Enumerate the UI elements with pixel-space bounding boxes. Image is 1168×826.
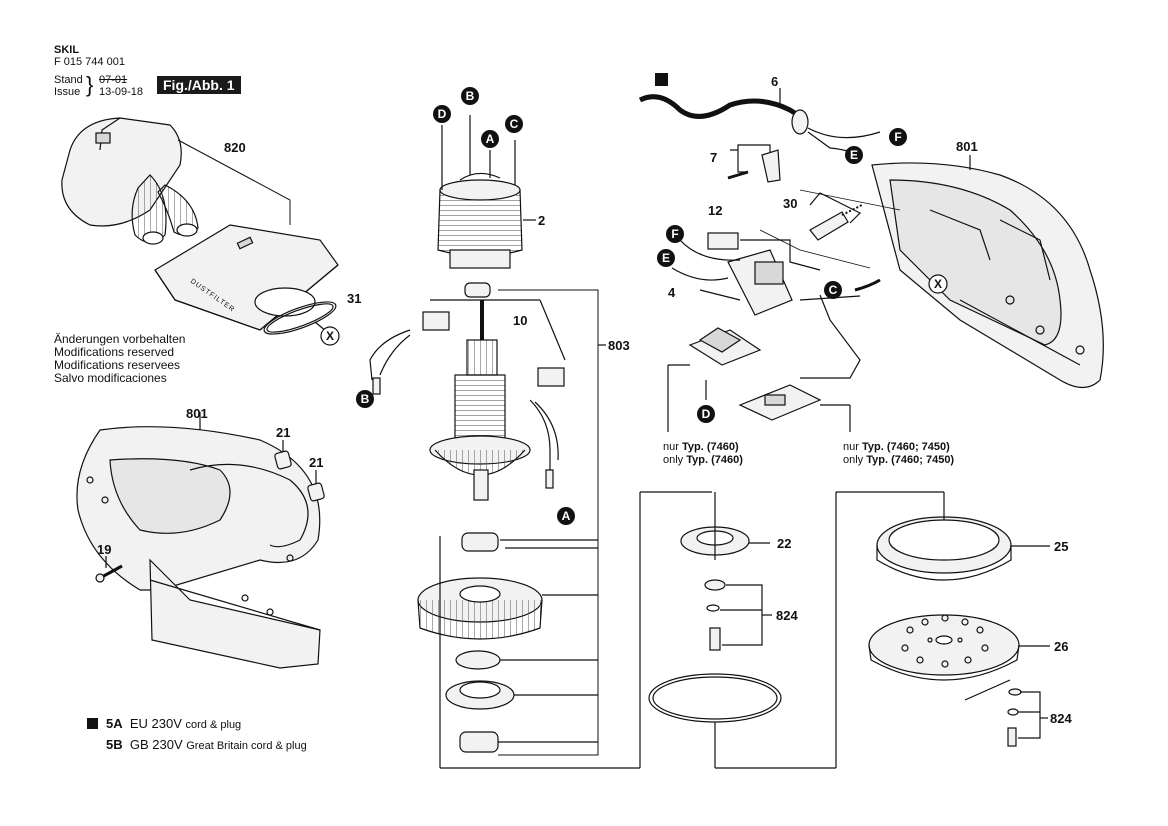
gasket-part	[648, 673, 782, 723]
part-number: F 015 744 001	[54, 56, 125, 68]
svg-text:X: X	[326, 329, 334, 343]
washer-part	[704, 579, 726, 591]
bearing-part	[459, 731, 499, 753]
part-label-4: 4	[668, 285, 676, 300]
legend-item-5a: 5A EU 230V cord & plug	[87, 716, 241, 731]
note-de: Änderungen vorbehalten	[54, 332, 186, 346]
part-label-22: 22	[777, 536, 791, 551]
brace: }	[86, 72, 94, 97]
marker-a-top: A	[481, 130, 499, 148]
part-label-2: 2	[538, 213, 545, 228]
cord-part	[638, 94, 881, 156]
part-label-19: 19	[97, 542, 111, 557]
svg-text:X: X	[934, 277, 942, 291]
part-label-10: 10	[513, 313, 527, 328]
part-label-21-a: 21	[276, 425, 290, 440]
brush-holder-part	[537, 367, 565, 387]
part-label-803: 803	[608, 338, 630, 353]
svg-text:D: D	[438, 107, 447, 121]
part-label-12: 12	[708, 203, 722, 218]
switch-lever-part	[809, 204, 863, 241]
part-label-26: 26	[1054, 639, 1068, 654]
svg-text:C: C	[829, 283, 838, 297]
svg-text:F: F	[894, 130, 901, 144]
stand-date: 07-01	[99, 74, 128, 86]
bearing-holder-part	[445, 680, 515, 710]
issue-date: 13-09-18	[99, 86, 144, 98]
housing-right-part	[871, 162, 1104, 389]
part-label-30: 30	[783, 196, 797, 211]
legend-item-5b: 5B GB 230V Great Britain cord & plug	[106, 737, 307, 752]
marker-c-switch: C	[824, 281, 842, 299]
screw-part	[709, 627, 721, 651]
marker-e-cord: E	[845, 146, 863, 164]
svg-text:D: D	[702, 407, 711, 421]
marker-f-cord: F	[889, 128, 907, 146]
issue-label: Issue	[54, 86, 81, 98]
screw-part	[95, 564, 123, 583]
part-label-21-b: 21	[309, 455, 323, 470]
sanding-pad-part	[868, 614, 1020, 681]
part-label-6: 6	[771, 74, 778, 89]
figure-label: Fig./Abb. 1	[157, 76, 241, 94]
part-label-820: 820	[224, 140, 246, 155]
note-fr: Modifications reservees	[54, 358, 181, 372]
part-label-7: 7	[710, 150, 717, 165]
sleeve-part	[274, 450, 325, 502]
fan-part	[417, 577, 543, 640]
switch-part	[699, 249, 793, 316]
marker-d-top: D	[433, 105, 451, 123]
marker-x-left: X	[320, 326, 340, 346]
svg-text:F: F	[671, 227, 678, 241]
cable-clamp-part	[727, 149, 781, 183]
part-label-824-right: 824	[1050, 711, 1072, 726]
part-label-801-left: 801	[186, 406, 208, 421]
part-label-801-right: 801	[956, 139, 978, 154]
svg-text:B: B	[466, 89, 475, 103]
brand-label: SKIL	[54, 44, 80, 56]
housing-left-part	[76, 426, 321, 669]
part-label-824-mid: 824	[776, 608, 798, 623]
part-label-31: 31	[347, 291, 361, 306]
svg-text:B: B	[361, 392, 370, 406]
electronics-part	[688, 327, 822, 421]
washer-part	[1008, 688, 1022, 696]
marker-a-wire: A	[557, 507, 575, 525]
type-note-right: nur Typ. (7460; 7450) only Typ. (7460; 7…	[843, 441, 955, 466]
marker-e-switch: E	[657, 249, 675, 267]
brush-holder-part	[422, 311, 450, 331]
marker-x-right: X	[928, 274, 948, 294]
svg-text:E: E	[662, 251, 670, 265]
part-label-25: 25	[1054, 539, 1068, 554]
svg-text:A: A	[486, 132, 495, 146]
bearing-part	[464, 282, 491, 298]
washer-part	[455, 650, 501, 670]
note-en: Modifications reserved	[54, 345, 175, 359]
marker-b-top: B	[461, 87, 479, 105]
black-square-icon	[87, 718, 98, 729]
dust-box-part: DUSTFILTER	[61, 117, 339, 331]
type-note-left: nur Typ. (7460) only Typ. (7460)	[663, 441, 743, 466]
marker-c-top: C	[505, 115, 523, 133]
cord-variant-marker	[655, 73, 668, 86]
stand-label: Stand	[54, 74, 83, 86]
svg-text:E: E	[850, 148, 858, 162]
o-ring-part	[263, 301, 337, 335]
marker-b-wire: B	[356, 390, 374, 408]
field-coil-part	[437, 115, 523, 269]
armature-part	[429, 300, 531, 501]
pad-ring-part	[876, 516, 1012, 581]
spring-washer-part	[706, 604, 720, 612]
svg-text:A: A	[562, 509, 571, 523]
marker-f-switch: F	[666, 225, 684, 243]
screw-part	[1007, 727, 1017, 747]
svg-text:C: C	[510, 117, 519, 131]
marker-d-board: D	[697, 405, 715, 423]
spring-washer-part	[1007, 708, 1019, 716]
note-es: Salvo modificaciones	[54, 371, 167, 385]
capacitor-part	[707, 232, 739, 250]
bearing-part	[461, 532, 499, 552]
